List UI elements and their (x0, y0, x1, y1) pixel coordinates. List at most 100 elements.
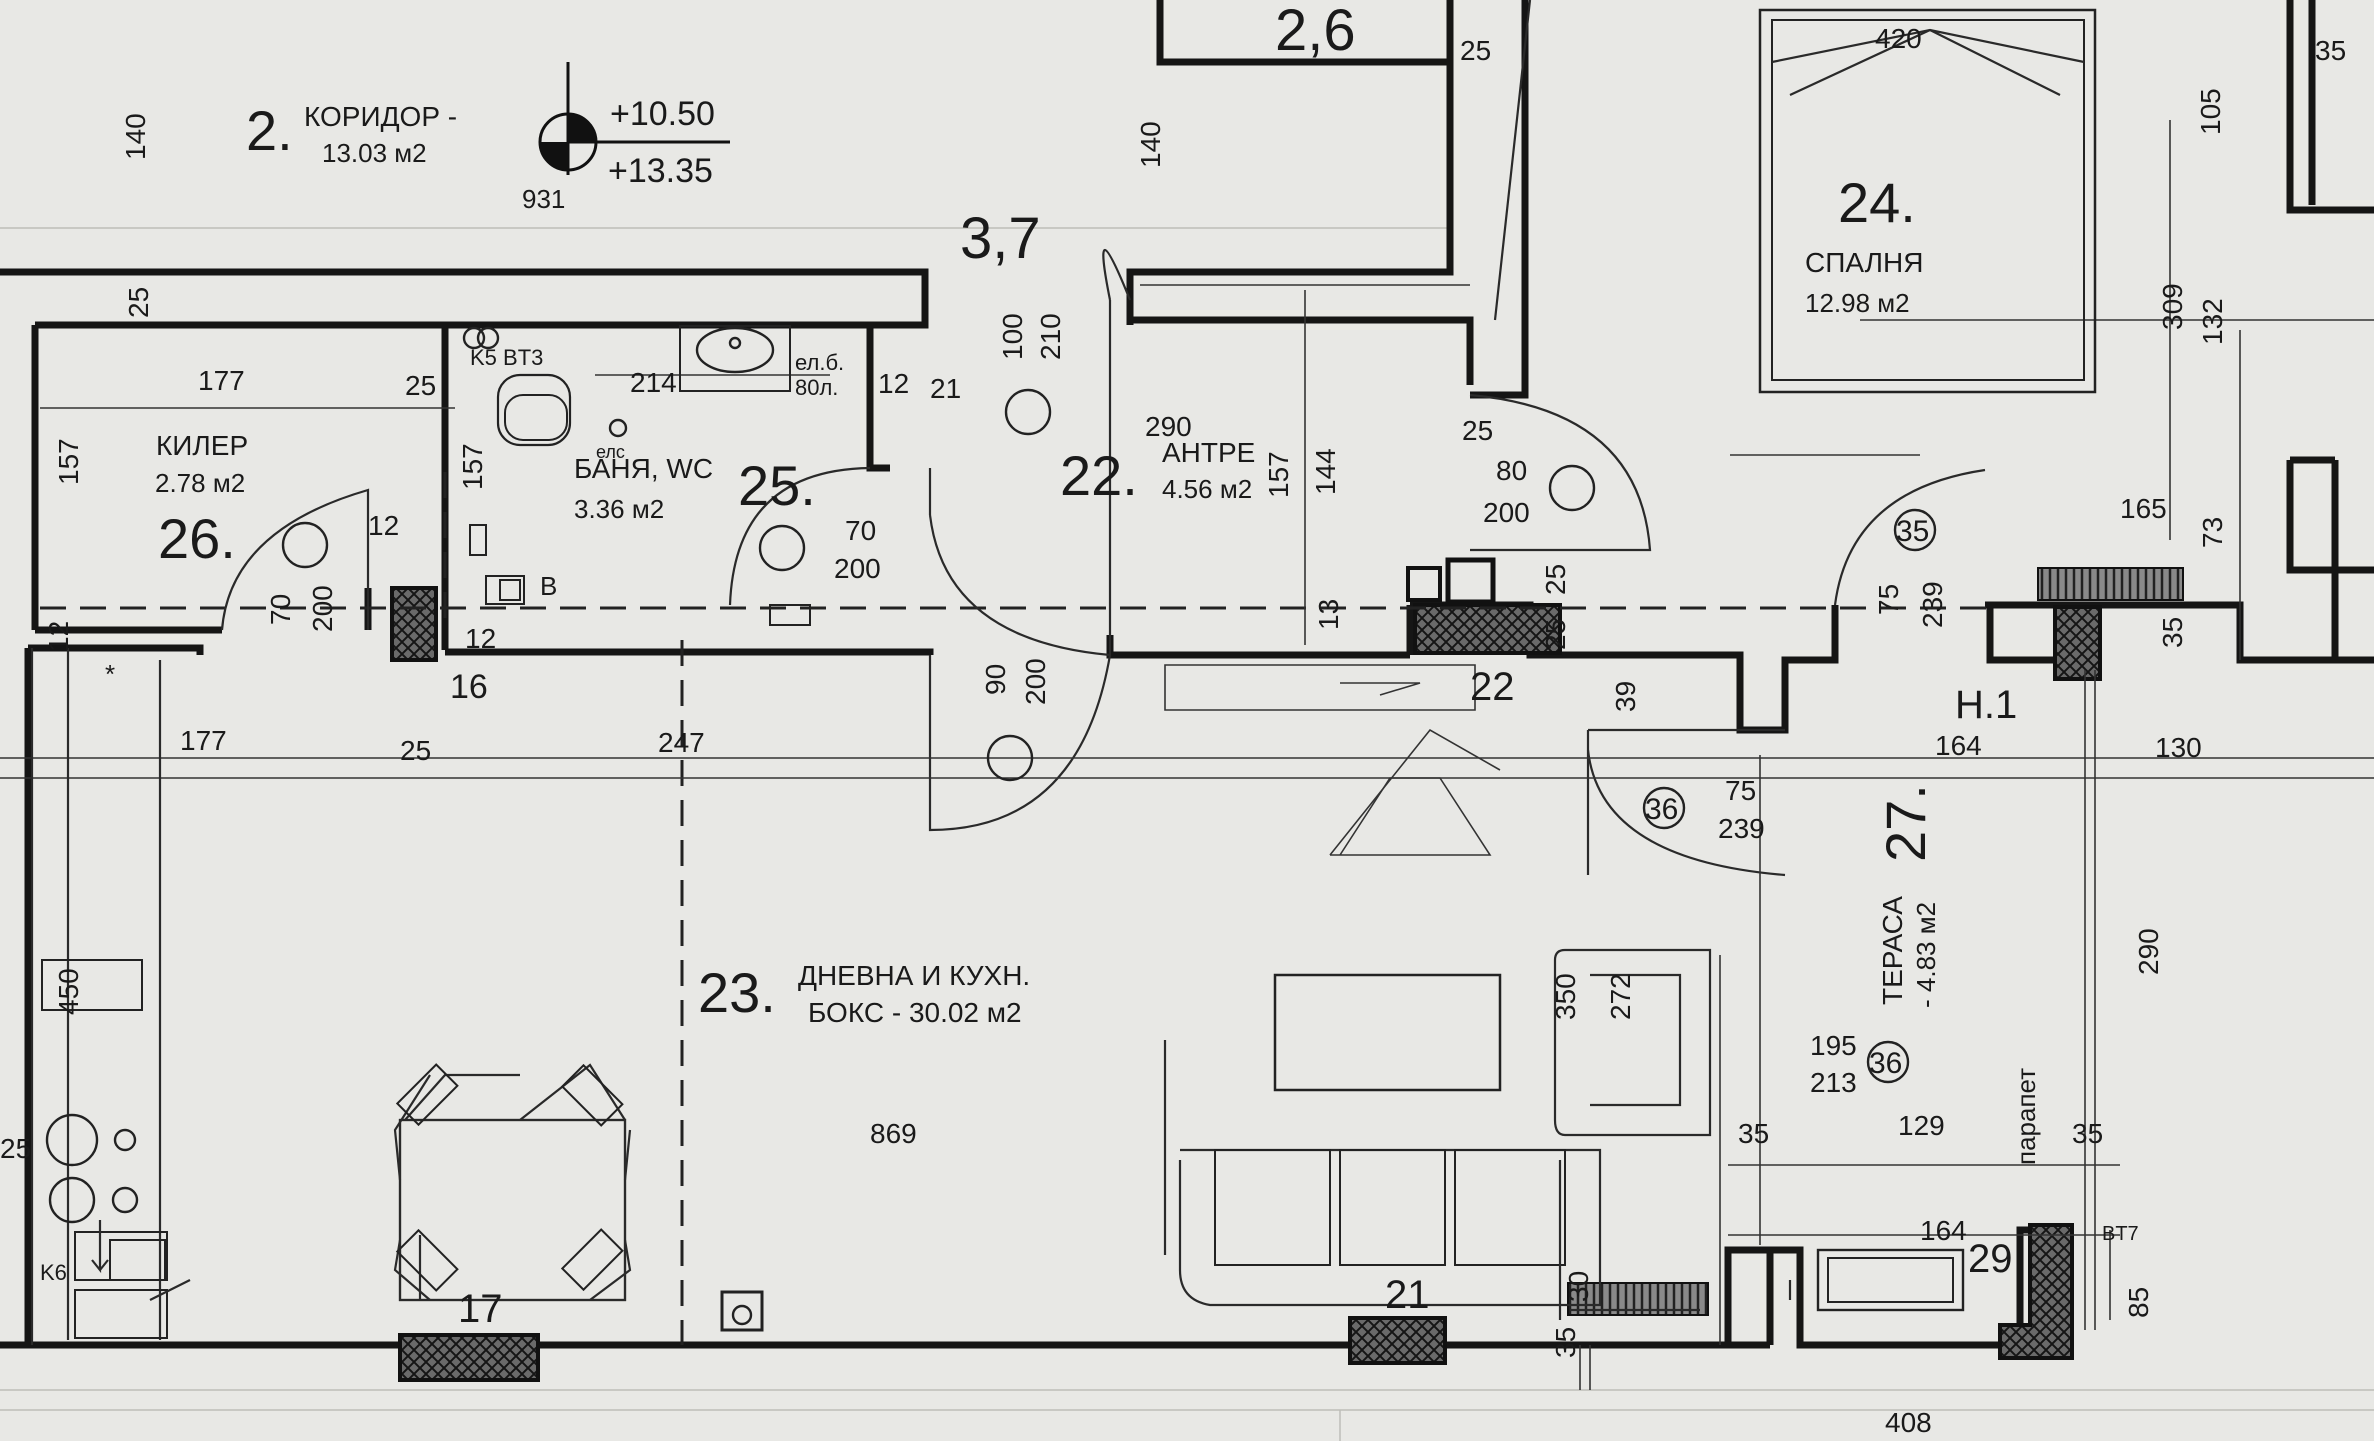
other-labels: 2,6 3,7 K5 BT3 ел.б. 80л. елс B K6 Н.1 п… (40, 0, 2139, 1285)
dim-text: 195 (1810, 1030, 1857, 1061)
dim-text: 100 (997, 313, 1028, 360)
dim-text: 105 (2195, 88, 2226, 135)
level-upper: +10.50 (610, 95, 715, 133)
dim-text: 85 (2123, 1287, 2154, 1318)
columns (390, 557, 2102, 1382)
dim-text: 12 (43, 621, 74, 652)
level-marker: +10.50 +13.35 931 (522, 62, 730, 214)
label-boiler: ел.б. (795, 350, 844, 375)
dim-text: 869 (870, 1118, 917, 1149)
dim-text: 200 (307, 585, 338, 632)
dim-text: 70 (265, 594, 296, 625)
room-area-terrace: - 4.83 м2 (1911, 902, 1941, 1008)
dim-text: 39 (1610, 681, 1641, 712)
label-2-6: 2,6 (1275, 0, 1356, 63)
circled-number: 36 (1869, 1047, 1902, 1080)
dim-text: 450 (53, 968, 84, 1015)
dim-text: 177 (180, 725, 227, 756)
dim-text: 73 (2197, 517, 2228, 548)
dim-text: 309 (2157, 283, 2188, 330)
dim-text: 90 (980, 664, 1011, 695)
dim-text: 13 (1313, 599, 1344, 630)
dim-text: 213 (1810, 1067, 1857, 1098)
dim-text: 80 (1496, 455, 1527, 486)
dim-text: 22 (1470, 665, 1515, 709)
dim-text: 164 (1920, 1215, 1967, 1246)
dim-text: 21 (930, 373, 961, 404)
circled-number: 36 (1645, 793, 1678, 826)
dim-text: 70 (845, 515, 876, 546)
dim-text: 12 (368, 510, 399, 541)
dim-text: 130 (2155, 732, 2202, 763)
guide-lines (0, 227, 2374, 1441)
label-3-7: 3,7 (960, 206, 1041, 271)
dim-text: 157 (1263, 451, 1294, 498)
room-name-pantry: КИЛЕР (156, 430, 248, 461)
label-asterisk: * (105, 659, 115, 689)
dim-text: 144 (1310, 448, 1341, 495)
living-furniture (1163, 948, 1712, 1320)
dim-text: 75 (1873, 584, 1904, 615)
label-bath-small: елс (596, 442, 625, 462)
room-number-living: 23. (698, 961, 776, 1024)
room-number-corridor: 2. (246, 99, 293, 162)
room-number-bathroom: 25. (738, 454, 816, 517)
doors (220, 0, 1986, 877)
dim-text: 16 (450, 668, 488, 706)
dim-text: 25 (1462, 415, 1493, 446)
dim-text: 35 (1550, 1327, 1581, 1358)
dim-text: 239 (1718, 813, 1765, 844)
room-area-corridor: 13.03 м2 (322, 138, 427, 168)
level-lower: +13.35 (608, 152, 713, 190)
dim-text: 35 (2072, 1118, 2103, 1149)
room-area-bathroom: 3.36 м2 (574, 494, 664, 524)
dim-text: 140 (120, 113, 151, 160)
room-name-bathroom: БАНЯ, WC (574, 453, 713, 484)
bed (1758, 8, 2097, 394)
label-bt7: BT7 (2102, 1223, 2139, 1245)
dim-text: 35 (2315, 35, 2346, 66)
circled-number: 35 (1896, 515, 1929, 548)
light-fixtures (281, 388, 1596, 782)
dim-text: 290 (2133, 928, 2164, 975)
dim-text: 290 (1145, 411, 1192, 442)
dimension-lines (0, 120, 2374, 1390)
room-number-terrace: 27. (1874, 784, 1937, 862)
room-area-hall: 4.56 м2 (1162, 474, 1252, 504)
dim-text: 25 (1540, 619, 1571, 650)
dim-text: 25 (123, 287, 154, 318)
label-bath-b: B (540, 571, 557, 601)
dim-text: 30 (1563, 1271, 1594, 1302)
dim-text: 35 (2157, 617, 2188, 648)
label-h1: Н.1 (1955, 683, 2017, 727)
room-name2-living: БОКС - 30.02 м2 (808, 997, 1022, 1028)
room-name-hall: АНТРЕ (1162, 437, 1255, 468)
room-name-living: ДНЕВНА И КУХН. (798, 960, 1030, 991)
dim-text: 420 (1875, 23, 1922, 54)
dimension-texts: 140 140 420 35 105 25 25 177 25 214 12 2… (0, 23, 2346, 1438)
room-area-pantry: 2.78 м2 (155, 468, 245, 498)
dim-text: 132 (2197, 298, 2228, 345)
label-parapet: парапет (2011, 1068, 2041, 1165)
dim-text: 157 (457, 443, 488, 490)
dim-text: 408 (1885, 1407, 1932, 1438)
dim-text: 164 (1935, 730, 1982, 761)
room-number-bedroom: 24. (1838, 171, 1916, 234)
room-number-hall: 22. (1060, 444, 1138, 507)
dim-text: 247 (658, 727, 705, 758)
dim-text: 214 (630, 367, 677, 398)
dim-text: 239 (1917, 581, 1948, 628)
dining-chairs (395, 1063, 624, 1292)
bath-fixtures (462, 325, 811, 1332)
label-k6: K6 (40, 1260, 67, 1285)
dashed-lines (40, 472, 2000, 1345)
dim-text: 12 (465, 623, 496, 654)
dim-text: 75 (1725, 775, 1756, 806)
dim-text: 157 (53, 438, 84, 485)
dim-text: 25 (1540, 564, 1571, 595)
dim-text: 12 (878, 368, 909, 399)
room-name-corridor: КОРИДОР - (304, 101, 457, 132)
dim-text: 25 (1460, 35, 1491, 66)
